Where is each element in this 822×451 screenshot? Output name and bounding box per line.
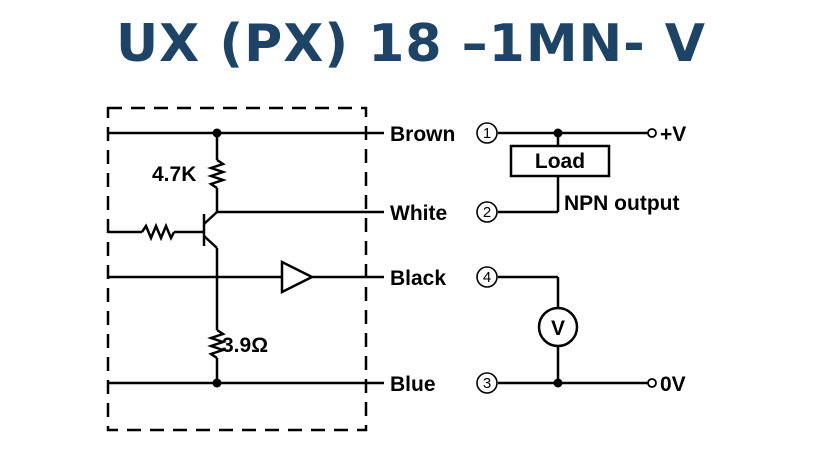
junction-dot xyxy=(212,378,222,388)
wire-number-circle xyxy=(476,266,498,288)
emitter-resistor-symbol xyxy=(207,328,227,360)
sensor-enclosure xyxy=(106,106,368,432)
buffer-symbol xyxy=(280,259,315,295)
plus-v-label: +V xyxy=(660,123,686,146)
wire-number-blue: 3 xyxy=(483,375,491,392)
wire-label-black: Black xyxy=(390,267,446,290)
load-box xyxy=(509,144,611,178)
wire-label-blue: Blue xyxy=(390,373,436,396)
wire-number-white: 2 xyxy=(483,204,491,221)
zero-v-label: 0V xyxy=(660,373,686,396)
pullup-resistor-label: 4.7K xyxy=(152,163,196,186)
wire-number-black: 4 xyxy=(483,269,491,286)
wire-label-white: White xyxy=(390,202,447,225)
diagram-title: UX (PX) 18 –1MN- V xyxy=(115,14,707,74)
pullup-resistor-symbol xyxy=(207,158,227,190)
emitter-resistor-label: 3.9Ω xyxy=(222,334,268,357)
junction-dot xyxy=(212,128,222,138)
base-resistor-symbol xyxy=(140,222,176,242)
junction-dot xyxy=(553,128,563,138)
wire-number-circle xyxy=(476,201,498,223)
voltmeter-label: V xyxy=(551,317,565,340)
wire-number-brown: 1 xyxy=(483,125,491,142)
plus-v-terminal xyxy=(647,128,657,138)
wire-number-circle xyxy=(476,122,498,144)
junction-dot xyxy=(553,378,563,388)
zero-v-terminal xyxy=(647,378,657,388)
wire-label-brown: Brown xyxy=(390,123,455,146)
load-label: Load xyxy=(535,150,585,173)
wire-number-circle xyxy=(476,372,498,394)
npn-output-label: NPN output xyxy=(564,192,679,215)
